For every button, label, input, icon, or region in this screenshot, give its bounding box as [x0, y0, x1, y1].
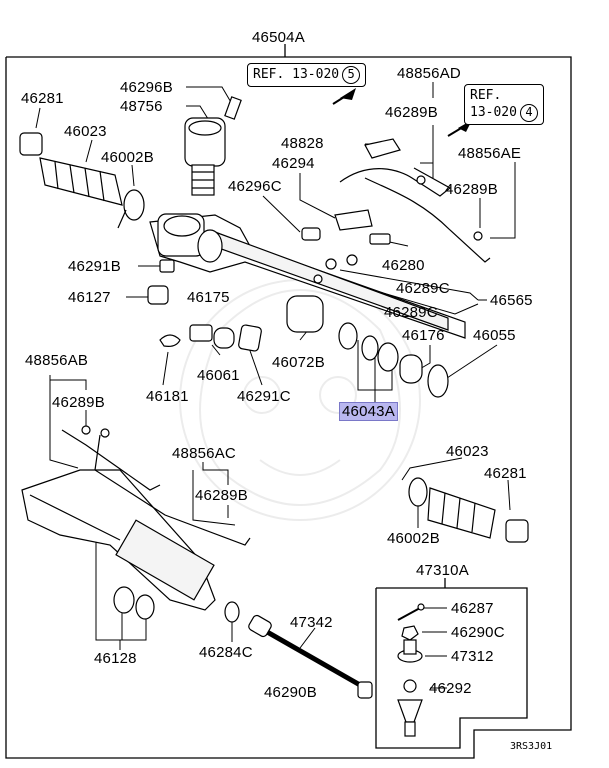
- part-46294: [334, 209, 373, 231]
- label-46291C: 46291C: [237, 388, 291, 405]
- lower-rack-assembly: [21, 425, 251, 611]
- ref-text: REF.: [470, 88, 502, 103]
- boot-bottom-right: [408, 477, 529, 543]
- part-46176: [399, 354, 423, 384]
- label-46002B-bot: 46002B: [387, 530, 440, 547]
- label-47312: 47312: [451, 648, 494, 665]
- label-46289B-a: 46289B: [385, 104, 438, 121]
- part-46175: [189, 324, 213, 342]
- part-46127: [147, 285, 169, 305]
- label-48856AC: 48856AC: [172, 445, 236, 462]
- part-46181: [159, 334, 181, 347]
- label-46181: 46181: [146, 388, 189, 405]
- label-46292: 46292: [429, 680, 472, 697]
- part-46061: [213, 327, 235, 349]
- part-46280: [369, 233, 391, 245]
- hose-48856AE: [364, 177, 491, 263]
- label-46176: 46176: [402, 327, 445, 344]
- label-46296C: 46296C: [228, 178, 282, 195]
- label-46291B: 46291B: [68, 258, 121, 275]
- label-46565: 46565: [490, 292, 533, 309]
- label-48828: 48828: [281, 135, 324, 152]
- ref-text: REF. 13-020: [253, 67, 340, 82]
- label-46281-bot: 46281: [484, 465, 527, 482]
- label-48856AE: 48856AE: [458, 145, 522, 162]
- label-46023-bot: 46023: [446, 443, 489, 460]
- label-46289B-c: 46289B: [52, 394, 105, 411]
- boot-top-left: [19, 132, 145, 229]
- label-48756: 48756: [120, 98, 163, 115]
- part-47342: [253, 622, 362, 688]
- label-46284C: 46284C: [199, 644, 253, 661]
- label-46504A: 46504A: [252, 29, 305, 46]
- part-46290B: [357, 681, 373, 699]
- ref-circle-number: 5: [342, 66, 361, 84]
- label-46290C: 46290C: [451, 624, 505, 641]
- part-46043A-3: [377, 342, 399, 372]
- kit-items: [397, 603, 425, 737]
- label-46023-top: 46023: [64, 123, 107, 140]
- part-46043A-2: [361, 335, 379, 361]
- label-46127: 46127: [68, 289, 111, 306]
- label-46043A[interactable]: 46043A: [339, 402, 398, 421]
- label-46061: 46061: [197, 367, 240, 384]
- diagram-code: 3RS3J01: [510, 741, 553, 752]
- label-46175: 46175: [187, 289, 230, 306]
- label-46287: 46287: [451, 600, 494, 617]
- ref-text-line2: 13-020: [470, 105, 517, 120]
- part-46055: [427, 364, 449, 398]
- label-46002B-top: 46002B: [101, 149, 154, 166]
- label-46280: 46280: [382, 257, 425, 274]
- label-46055: 46055: [473, 327, 516, 344]
- label-46128: 46128: [94, 650, 137, 667]
- label-46281-top: 46281: [21, 90, 64, 107]
- pinion-valve: [184, 96, 242, 196]
- upper-rack-assembly: [149, 213, 466, 339]
- label-46289C-b: 46289C: [384, 304, 438, 321]
- part-48828: [364, 138, 401, 159]
- label-46072B: 46072B: [272, 354, 325, 371]
- part-46043A-1: [338, 322, 358, 350]
- label-47342: 47342: [290, 614, 333, 631]
- label-46289B-b: 46289B: [445, 181, 498, 198]
- label-46289B-d: 46289B: [195, 487, 248, 504]
- kit-box: [375, 587, 528, 749]
- label-48856AB: 48856AB: [25, 352, 89, 369]
- part-46072B: [286, 295, 324, 333]
- ref-circle-number: 4: [519, 104, 538, 122]
- label-46296B: 46296B: [120, 79, 173, 96]
- hose-48856AD: [339, 167, 452, 197]
- label-46290B: 46290B: [264, 684, 317, 701]
- label-46289C-a: 46289C: [396, 280, 450, 297]
- part-46291C: [238, 324, 262, 352]
- part-46291B: [159, 259, 175, 273]
- label-46294: 46294: [272, 155, 315, 172]
- part-46296C: [301, 227, 321, 241]
- label-48856AD: 48856AD: [397, 65, 461, 82]
- frame-outline: [5, 56, 572, 759]
- label-47310A: 47310A: [416, 562, 469, 579]
